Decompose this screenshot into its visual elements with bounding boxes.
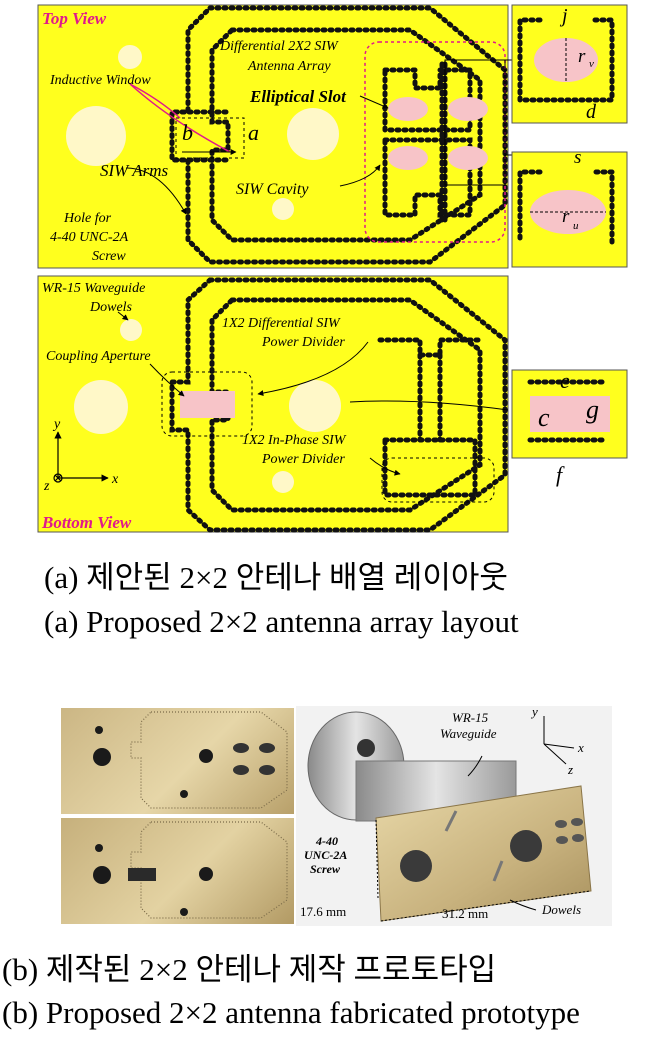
caption-b-korean: (b) 제작된 2×2 안테나 제작 프로토타입	[2, 952, 497, 987]
inset-lower-vias	[517, 169, 615, 245]
photo-top-side	[61, 708, 294, 814]
top-view-title: Top View	[42, 9, 107, 28]
inset-upper-vias	[517, 17, 615, 103]
dowels-label-line2: Dowels	[89, 300, 133, 315]
elliptical-slot	[448, 146, 488, 170]
inset-coupling-vias	[527, 379, 608, 443]
label-screw-line3: Screw	[310, 862, 340, 876]
dim-a: a	[248, 120, 259, 145]
elliptical-slot	[388, 97, 428, 121]
label-width-dim: 31.2 mm	[442, 906, 489, 921]
in-phase-divider-highlight	[381, 457, 495, 503]
siw-cavity-box	[444, 59, 506, 186]
coupling-aperture-box	[161, 371, 253, 437]
elliptical-slot	[448, 97, 488, 121]
bottom-view-title: Bottom View	[41, 513, 132, 532]
label-siw-arms: SIW Arms	[100, 161, 169, 180]
photo-bottom-side	[61, 818, 294, 924]
screw-hole	[289, 380, 341, 432]
dowels-label-line1: WR-15 Waveguide	[42, 281, 145, 296]
caption-a-korean: (a) 제안된 2×2 안테나 배열 레이아웃	[44, 560, 508, 595]
caption-b-english: (b) Proposed 2×2 antenna fabricated prot…	[2, 995, 580, 1030]
diff-divider-label-line1: 1X2 Differential SIW	[222, 316, 341, 331]
photo-assembled-prototype: WR-15 Waveguide y x z 4-40 UNC-2A Screw …	[296, 706, 612, 926]
dim-rv-sub: v	[589, 58, 594, 70]
label-hole-line2: 4-40 UNC-2A	[50, 230, 129, 245]
dowel-hole	[120, 319, 142, 341]
dim-g: g	[586, 395, 599, 424]
label-siw-cavity: SIW Cavity	[236, 181, 309, 198]
dim-f: f	[556, 462, 565, 487]
dowel-hole	[118, 45, 142, 69]
elliptical-slot	[388, 146, 428, 170]
inphase-divider-label-line1: 1X2 In-Phase SIW	[242, 433, 347, 448]
screw-hole	[66, 106, 126, 166]
label-screw-line1: 4-40	[316, 834, 338, 848]
dim-rv: r	[578, 46, 586, 67]
coupling-aperture	[180, 391, 235, 418]
dim-j: j	[559, 5, 568, 27]
diff-divider-label-line2: Power Divider	[261, 335, 345, 350]
dowel-hole	[272, 471, 294, 493]
label-waveguide-line1: WR-15	[452, 710, 489, 725]
dim-e: e	[560, 368, 570, 393]
label-diff-array-line1: Differential 2X2 SIW	[219, 39, 339, 54]
dim-d: d	[586, 101, 597, 123]
dim-b: b	[182, 120, 193, 145]
inphase-divider-label-line2: Power Divider	[261, 452, 345, 467]
label-hole-line1: Hole for	[63, 211, 112, 226]
label-hole-line3: Screw	[92, 249, 126, 264]
label-inductive-window: Inductive Window	[49, 73, 151, 88]
label-screw-line2: UNC-2A	[304, 848, 348, 862]
photo-axis-z: z	[568, 762, 574, 777]
label-elliptical-slot: Elliptical Slot	[249, 87, 347, 106]
axis-label-x: x	[111, 472, 119, 487]
axis-label-z: z	[43, 479, 50, 494]
photo-axis-x: x	[578, 740, 584, 755]
label-height-dim: 17.6 mm	[300, 904, 347, 919]
label-waveguide-line2: Waveguide	[440, 726, 497, 741]
dim-s: s	[574, 147, 581, 168]
dim-ru-sub: u	[573, 220, 579, 232]
axis-indicator	[53, 431, 109, 483]
dim-ru: r	[562, 206, 570, 227]
dim-c: c	[538, 403, 550, 432]
screw-hole	[74, 380, 128, 434]
coupling-aperture-label: Coupling Aperture	[46, 349, 151, 364]
axis-label-y: y	[52, 417, 61, 432]
leader-lines-bottom	[117, 311, 509, 476]
differential-array-highlight	[364, 41, 506, 243]
inductive-window-leaders	[129, 83, 231, 153]
dowel-hole	[272, 198, 294, 220]
photo-axis-y: y	[532, 706, 538, 719]
label-dowels: Dowels	[542, 902, 581, 917]
inset-coupling-slot	[530, 396, 610, 432]
figure-a-layout: Top View Inductive Window SIW Arms Hole …	[37, 4, 628, 533]
label-diff-array-line2: Antenna Array	[247, 59, 331, 74]
screw-hole	[287, 108, 339, 160]
caption-a-english: (a) Proposed 2×2 antenna array layout	[44, 604, 519, 639]
